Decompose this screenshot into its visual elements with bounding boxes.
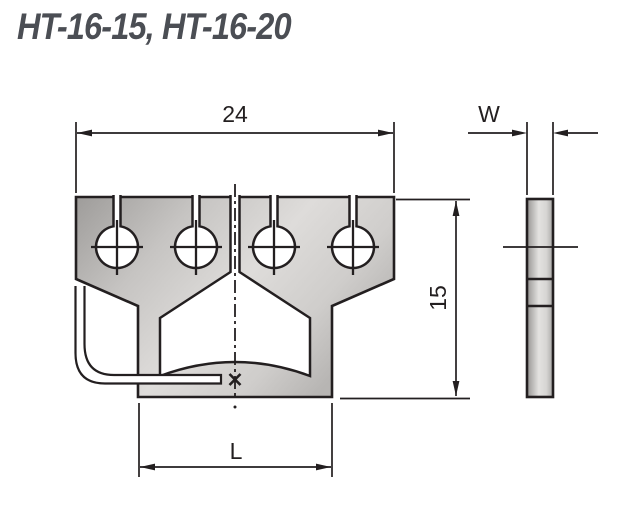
dimension-overall-width: 24 [75,101,395,193]
arrowhead-right [553,129,568,137]
extension-lines [75,122,395,193]
front-view [74,184,396,409]
centerline-dot [233,405,237,409]
dimension-base-length: L [138,403,333,477]
dimension-thickness: W [468,101,598,195]
dim-width-label: 24 [222,101,248,127]
dim-height-label: 15 [425,285,451,311]
arrowhead-bottom [452,381,460,396]
dim-thickness-label: W [478,101,500,127]
dimension-overall-height: 15 [340,198,470,400]
arrowhead-left [77,129,92,137]
wire-pointer [74,286,223,385]
extension-lines [138,403,333,477]
profile-edge-lines [527,277,553,308]
dim-length-label: L [230,438,243,464]
blade-thickness-profile [525,197,555,399]
part-number-title: HT-16-15, HT-16-20 [17,6,292,47]
extension-lines [340,198,470,400]
arrowhead-right [378,129,393,137]
arrowhead-left [140,463,155,471]
arrowhead-right [316,463,331,471]
wire-pointer-fill [75,286,221,384]
hole-crosshair-marks [91,220,379,275]
extension-lines [526,122,554,195]
measure-point-x-mark [228,373,242,386]
side-view [503,197,578,399]
arrowhead-top [452,201,460,216]
arrowhead-left [512,129,527,137]
